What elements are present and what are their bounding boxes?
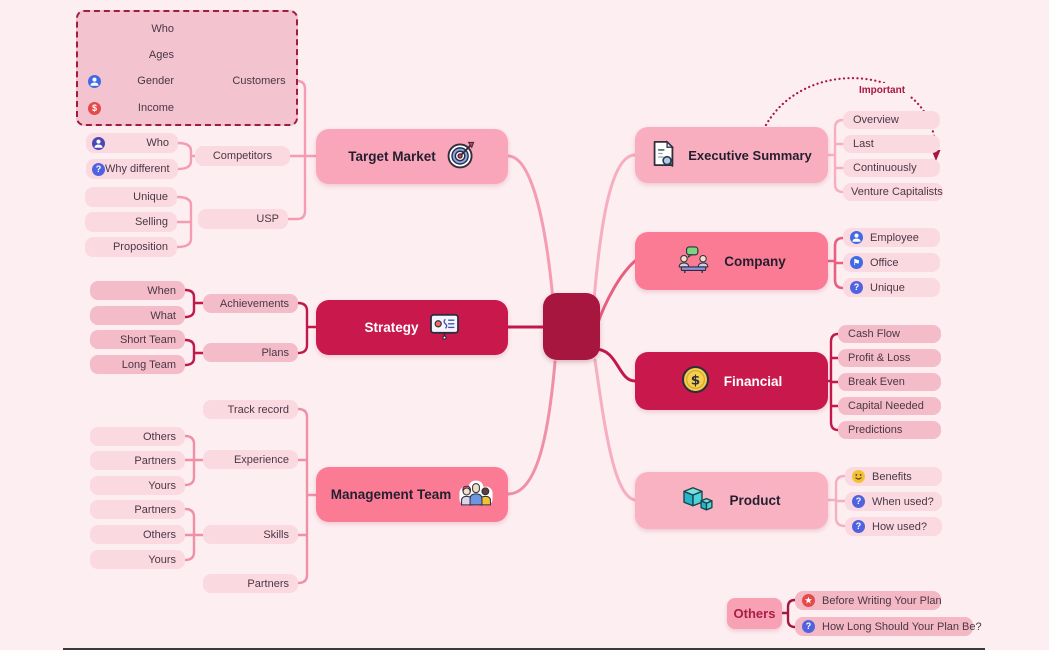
pill-label: How used? [872, 520, 928, 533]
node-label: Product [729, 493, 781, 508]
document-search-icon [651, 139, 676, 171]
pill-profit-loss[interactable]: Profit & Loss [838, 349, 941, 367]
pill-employee[interactable]: Employee [843, 228, 940, 247]
pill-others[interactable]: Others [90, 427, 185, 446]
node-label: Strategy [364, 320, 419, 335]
flag-icon: ⚑ [850, 256, 863, 269]
pill-last[interactable]: Last [843, 135, 940, 153]
node-management-team[interactable]: Management Team [316, 467, 508, 522]
dollar-coin-icon: $ [681, 365, 710, 397]
node-label: Management Team [330, 487, 452, 502]
box-item-label: Ages [148, 49, 174, 61]
pill-partners[interactable]: Partners [90, 500, 185, 519]
important-callout[interactable]: Important [854, 83, 910, 97]
pill-who[interactable]: Who [86, 133, 178, 153]
pill-label: Who [146, 137, 169, 149]
pill-how-used[interactable]: ? How used? [845, 517, 942, 536]
box-item-ages[interactable]: Ages [88, 46, 174, 64]
pill-label: Before Writing Your Plan [822, 594, 942, 607]
pill-competitors[interactable]: Competitors [195, 146, 290, 166]
pill-yours[interactable]: Yours [90, 476, 185, 495]
question-icon: ? [852, 520, 865, 533]
customers-boundary-box[interactable] [76, 10, 298, 126]
person-icon [88, 74, 101, 88]
pill-break-even[interactable]: Break Even [838, 373, 941, 391]
node-others[interactable]: Others [727, 598, 782, 629]
box-item-gender[interactable]: Gender [88, 72, 174, 90]
person-icon [92, 136, 105, 150]
pill-unique[interactable]: Unique [85, 187, 177, 207]
question-icon: ? [850, 281, 863, 294]
window-bottom-edge [63, 648, 985, 650]
target-icon [446, 140, 476, 173]
team-icon [459, 480, 493, 509]
pill-others[interactable]: Others [90, 525, 185, 544]
customers-label[interactable]: Customers [232, 75, 286, 87]
pill-achievements[interactable]: Achievements [203, 294, 298, 313]
node-company[interactable]: Company [635, 232, 828, 290]
box-item-label: Who [151, 23, 174, 35]
pill-partners[interactable]: Partners [90, 451, 185, 470]
node-target-market[interactable]: Target Market [316, 129, 508, 184]
dollar-icon: $ [88, 101, 101, 115]
pill-why-different[interactable]: ? Why different [86, 159, 178, 179]
smiley-icon [852, 470, 865, 483]
pill-label: Benefits [872, 470, 912, 483]
pill-selling[interactable]: Selling [85, 212, 177, 232]
node-label: Executive Summary [688, 147, 812, 163]
pill-label: Employee [870, 231, 919, 244]
node-label: Financial [723, 373, 783, 389]
pill-what[interactable]: What [90, 306, 185, 325]
pill-cash-flow[interactable]: Cash Flow [838, 325, 941, 343]
pill-when-used[interactable]: ? When used? [845, 492, 942, 511]
pill-label: Why different [105, 163, 170, 175]
pill-predictions[interactable]: Predictions [838, 421, 941, 439]
cubes-icon [682, 486, 714, 516]
pill-before-writing[interactable]: ★ Before Writing Your Plan [795, 591, 942, 610]
pill-proposition[interactable]: Proposition [85, 237, 177, 257]
pill-partners[interactable]: Partners [203, 574, 298, 593]
pill-track-record[interactable]: Track record [203, 400, 298, 419]
pill-yours[interactable]: Yours [90, 550, 185, 569]
svg-text:$: $ [691, 372, 700, 388]
box-item-who[interactable]: Who [88, 20, 174, 38]
pill-label: When used? [872, 495, 934, 508]
pill-when[interactable]: When [90, 281, 185, 300]
question-icon: ? [92, 162, 105, 176]
pill-office[interactable]: ⚑ Office [843, 253, 940, 272]
box-item-label: Gender [137, 75, 174, 87]
pill-plans[interactable]: Plans [203, 343, 298, 362]
node-label: Company [724, 253, 786, 269]
pill-experience[interactable]: Experience [203, 450, 298, 469]
pill-label: Unique [870, 281, 905, 294]
pill-label: How Long Should Your Plan Be? [822, 620, 982, 633]
node-executive-summary[interactable]: Executive Summary [635, 127, 828, 183]
pill-continuously[interactable]: Continuously [843, 159, 940, 177]
pill-label: Office [870, 256, 899, 269]
pill-venture-capitalists[interactable]: Venture Capitalists [843, 183, 943, 201]
node-financial[interactable]: $ Financial [635, 352, 828, 410]
pill-unique[interactable]: ? Unique [843, 278, 940, 297]
pill-overview[interactable]: Overview [843, 111, 940, 129]
central-topic-node[interactable] [543, 293, 600, 360]
pill-short-team[interactable]: Short Team [90, 330, 185, 349]
question-icon: ? [802, 620, 815, 633]
meeting-icon [677, 245, 710, 277]
pill-usp[interactable]: USP [198, 209, 288, 229]
node-strategy[interactable]: Strategy [316, 300, 508, 355]
box-item-income[interactable]: $ Income [88, 99, 174, 117]
box-item-label: Income [137, 102, 174, 114]
presentation-board-icon [429, 313, 460, 343]
pill-capital-needed[interactable]: Capital Needed [838, 397, 941, 415]
person-icon [850, 231, 863, 244]
question-icon: ? [852, 495, 865, 508]
pill-long-team[interactable]: Long Team [90, 355, 185, 374]
node-label: Target Market [348, 149, 436, 164]
pill-how-long[interactable]: ? How Long Should Your Plan Be? [795, 617, 982, 636]
node-product[interactable]: Product [635, 472, 828, 529]
pill-skills[interactable]: Skills [203, 525, 298, 544]
star-icon: ★ [802, 594, 815, 607]
pill-benefits[interactable]: Benefits [845, 467, 942, 486]
